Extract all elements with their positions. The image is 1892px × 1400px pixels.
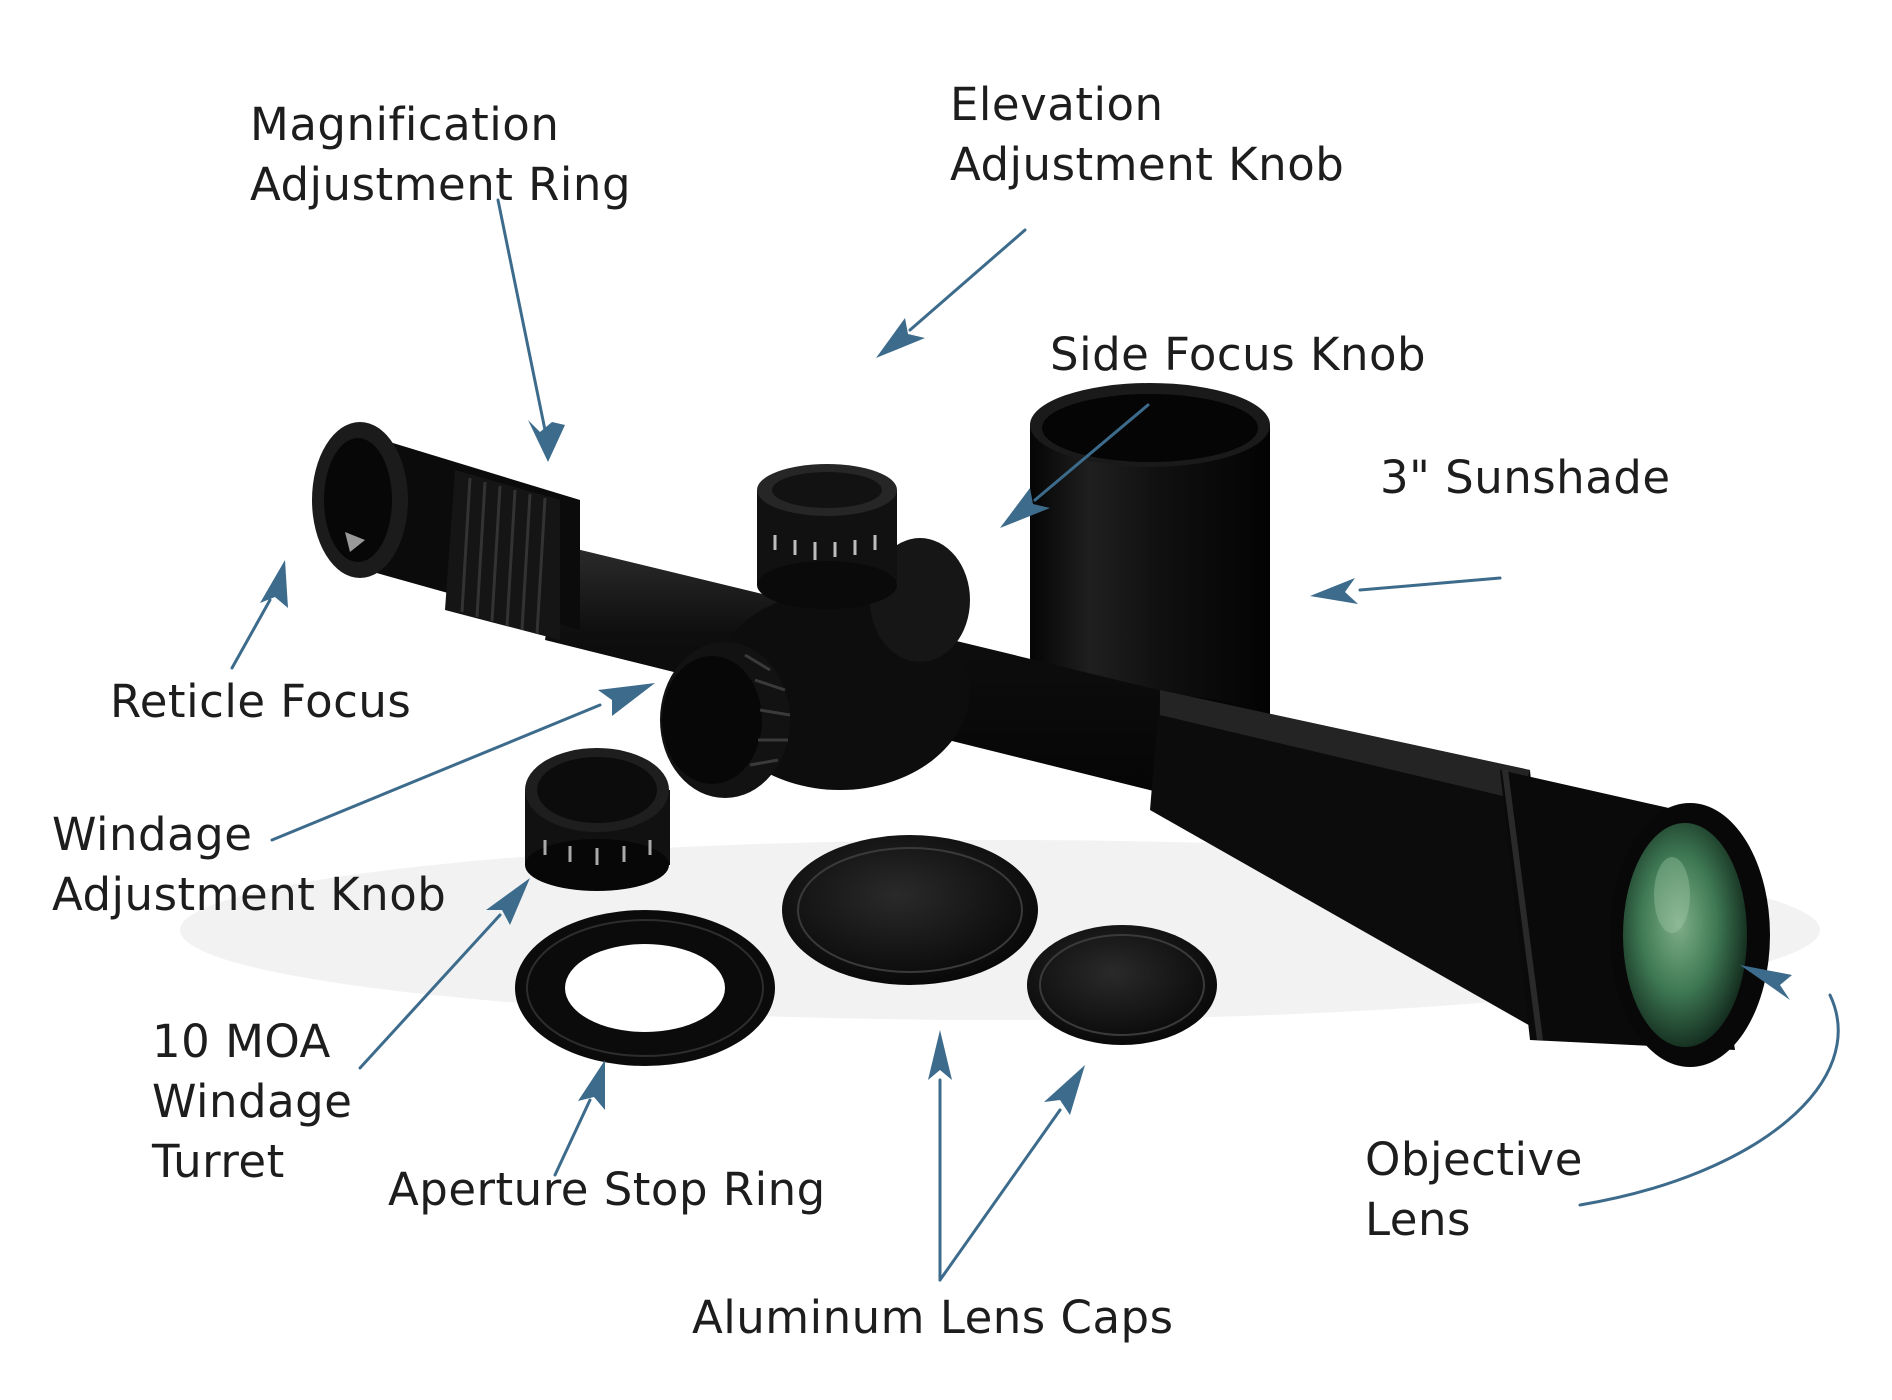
objective-lens [1610, 803, 1770, 1067]
arrow-side-focus [1033, 403, 1150, 502]
label-elevation-knob: Elevation Adjustment Knob [950, 78, 1345, 191]
turret-saddle [660, 464, 970, 798]
label-windage-knob: Windage Adjustment Knob [52, 808, 447, 921]
arrow-windage-turret [358, 913, 502, 1070]
lens-cap-large [782, 835, 1038, 985]
windage-turret-cap [525, 748, 670, 891]
arrow-magnification [496, 198, 547, 432]
windage-knob [660, 642, 791, 798]
arrow-aperture [553, 1098, 592, 1177]
arrow-reticle-focus [230, 598, 272, 670]
eyepiece [312, 422, 580, 640]
label-magnification-ring: Magnification Adjustment Ring [250, 98, 632, 211]
arrow-lens-caps-2 [938, 1108, 1062, 1282]
lens-cap-small [1027, 925, 1217, 1045]
callout-arrows [230, 198, 1840, 1282]
arrow-sunshade [1358, 576, 1502, 592]
aperture-stop-ring [515, 910, 775, 1066]
magnification-ring [445, 470, 560, 640]
label-lens-caps: Aluminum Lens Caps [692, 1291, 1174, 1344]
label-sunshade: 3" Sunshade [1380, 451, 1671, 504]
label-objective-lens: Objective Lens [1365, 1133, 1583, 1246]
label-reticle-focus: Reticle Focus [110, 675, 412, 728]
arrow-objective [1578, 993, 1840, 1207]
label-aperture-stop-ring: Aperture Stop Ring [388, 1163, 826, 1216]
arrow-windage-knob [270, 703, 602, 842]
label-side-focus-knob: Side Focus Knob [1050, 328, 1427, 381]
label-windage-turret: 10 MOA Windage Turret [152, 1015, 353, 1188]
arrow-elevation [908, 228, 1027, 332]
elevation-turret [757, 464, 897, 609]
brand-logo-mark [345, 532, 365, 552]
